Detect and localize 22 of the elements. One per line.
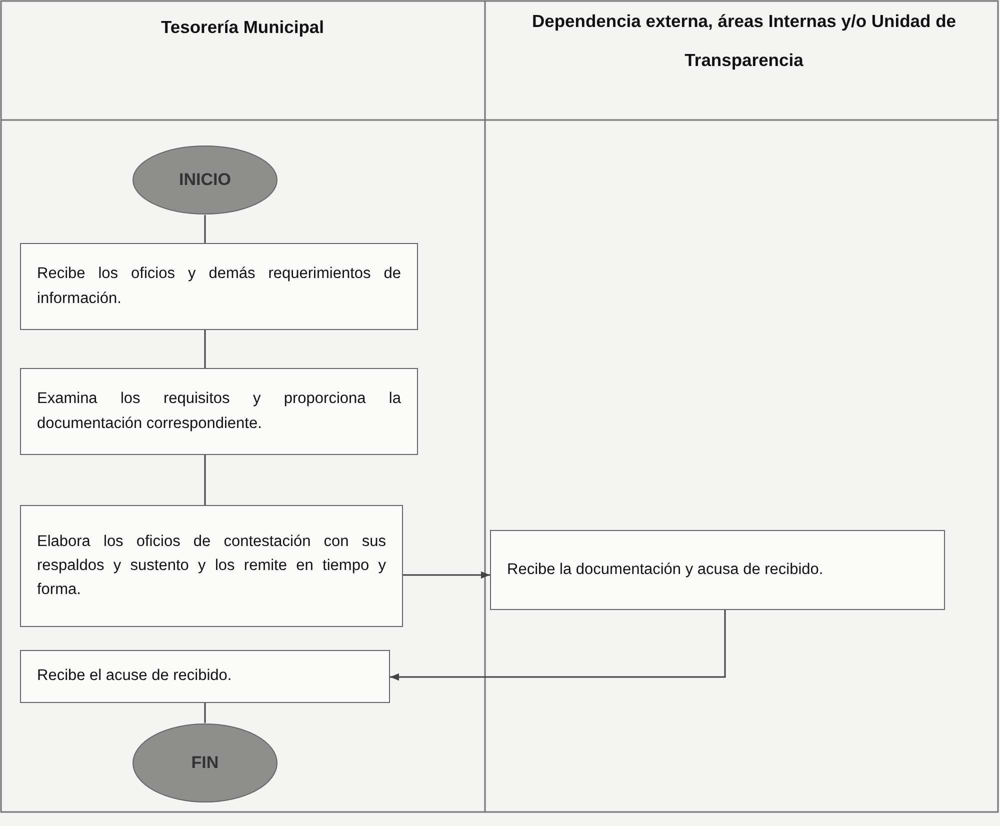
process-box — [20, 368, 418, 455]
column-heading: Dependencia externa, áreas Internas y/o Unidad de Transparencia — [530, 10, 958, 72]
column-heading: Tesorería Municipal — [160, 16, 326, 39]
start-ellipse — [132, 145, 278, 215]
node-text: Recibe el acuse de recibido. — [37, 666, 233, 686]
node-text: Recibe la documentación y acusa de recibido. — [507, 560, 824, 580]
arrow — [390, 610, 726, 681]
connector-line — [204, 703, 206, 723]
node-text: Examina los requisitos y proporciona la documentación correspondiente. — [37, 389, 401, 434]
connector-line — [204, 330, 206, 368]
process-box — [490, 530, 945, 610]
connector-line — [204, 455, 206, 505]
process-box — [20, 505, 403, 627]
node-text: Elabora los oficios de contestación con sus respaldos y sustento y los remite en tiempo y forma. — [37, 532, 386, 600]
process-box — [20, 243, 418, 330]
node-text: FIN — [191, 752, 219, 774]
arrow — [403, 571, 490, 579]
connector-line — [204, 215, 206, 243]
process-box — [20, 650, 390, 703]
node-text: Recibe los oficios y demás requerimientos de información. — [37, 264, 401, 308]
end-ellipse — [132, 723, 278, 803]
node-text: INICIO — [179, 168, 231, 191]
